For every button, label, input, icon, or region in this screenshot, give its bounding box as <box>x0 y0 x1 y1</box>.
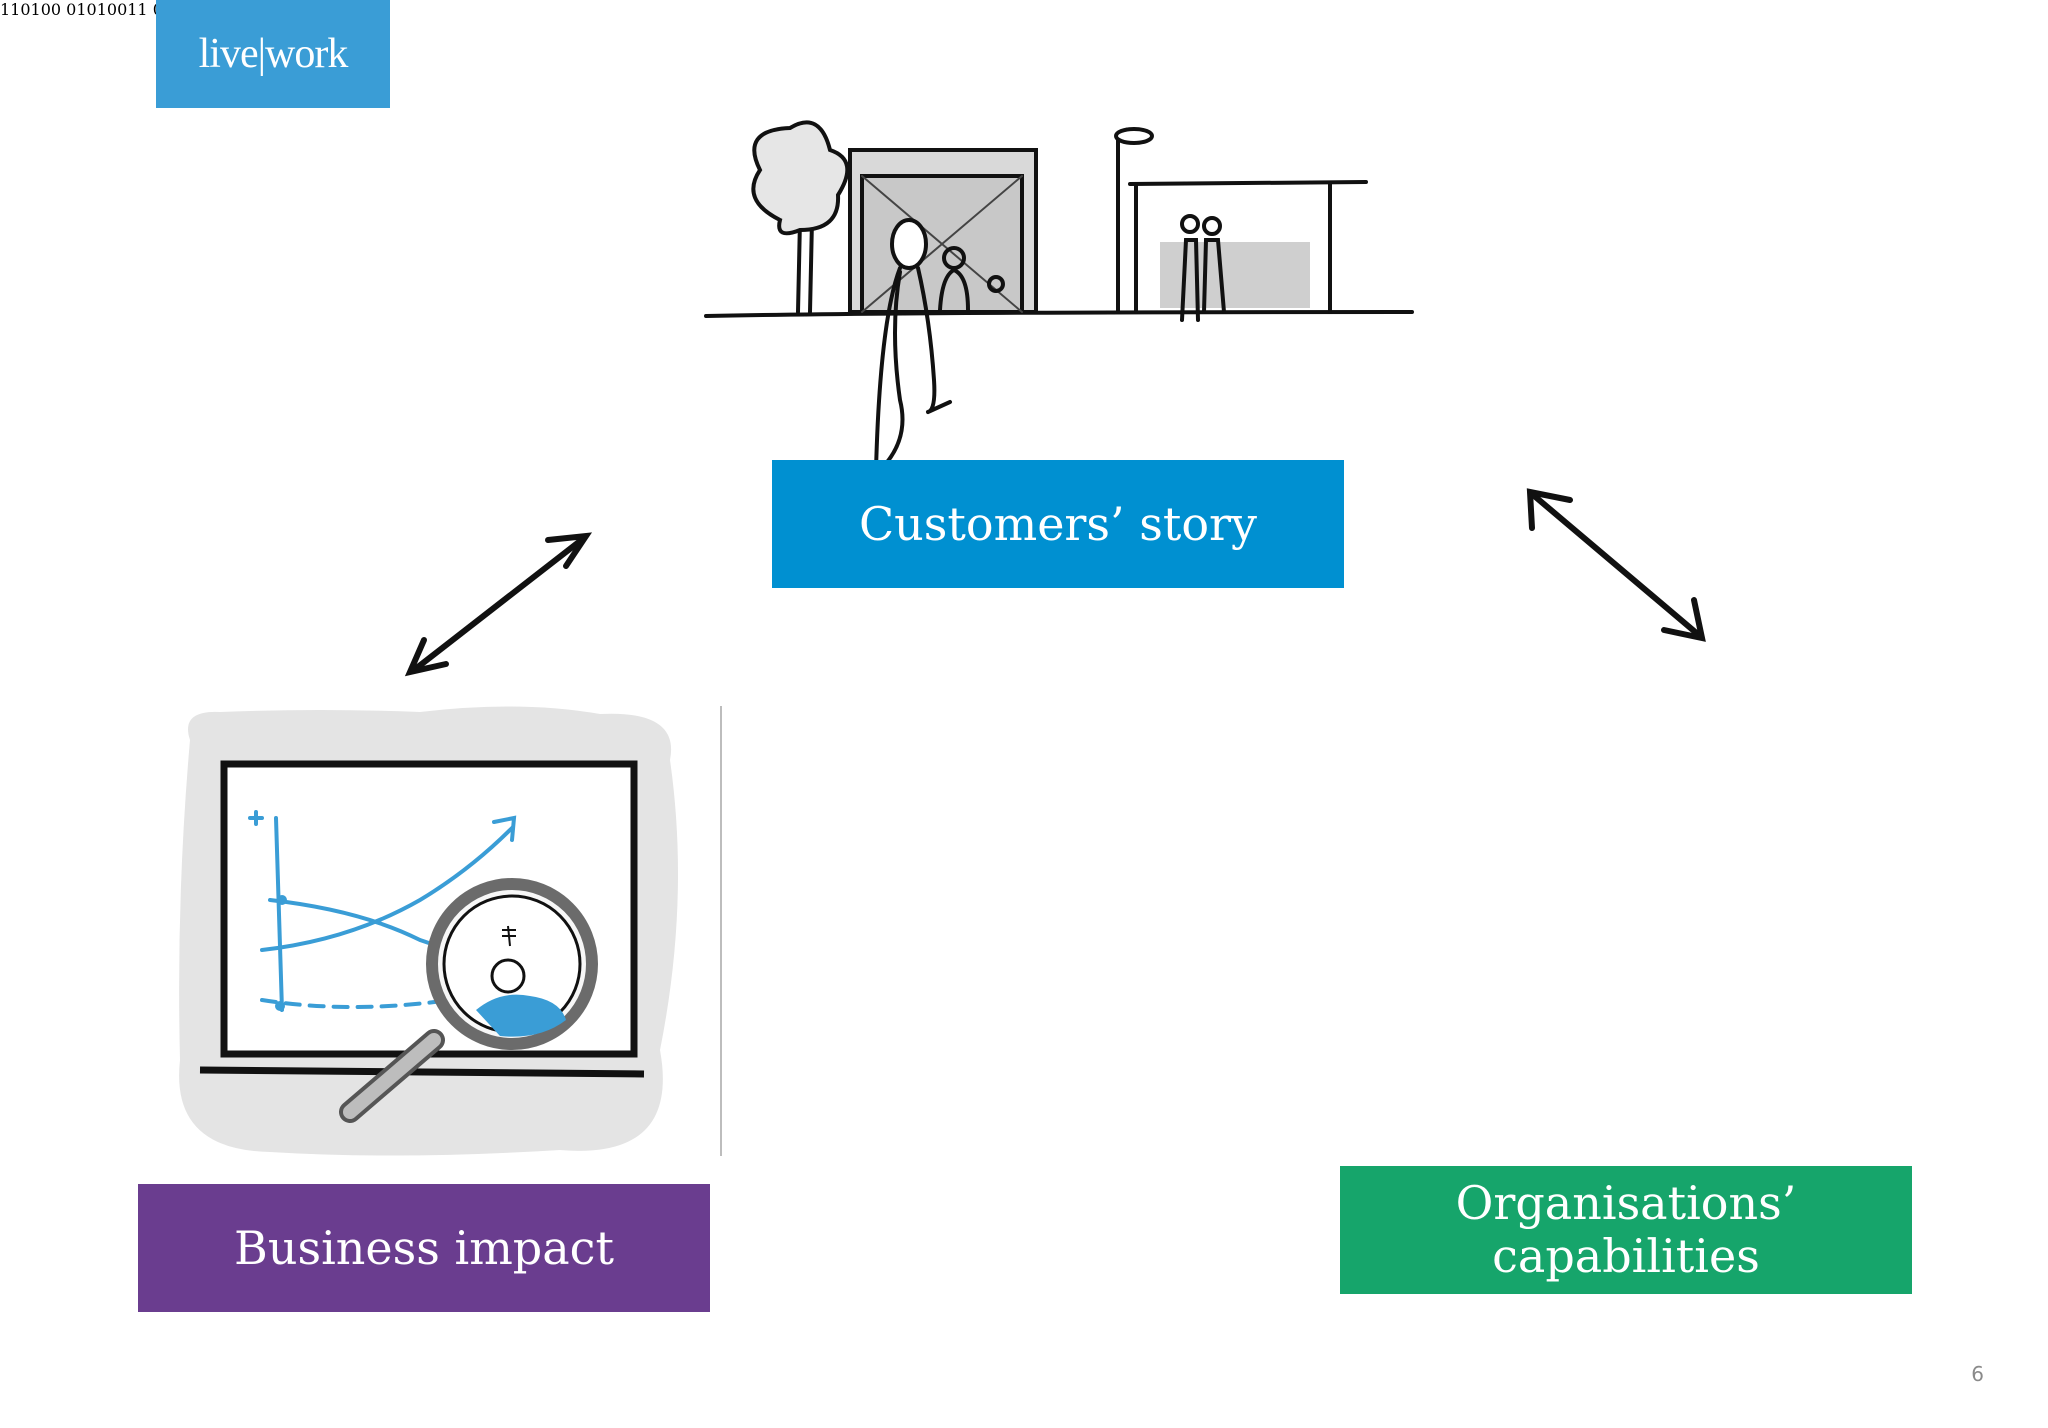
organisations-label-line2: capabilities <box>1492 1229 1760 1283</box>
customers-story-box: Customers’ story <box>772 460 1344 588</box>
customers-story-label: Customers’ story <box>858 496 1258 551</box>
livework-logo: live|work <box>156 0 390 108</box>
binary-line-1: 110100 <box>0 0 62 19</box>
page-number: 6 <box>1971 1362 1984 1386</box>
divider-line <box>720 706 722 1156</box>
street-scene-illustration <box>704 120 1414 482</box>
chart-magnifier-illustration <box>179 706 678 1156</box>
business-impact-box: Business impact <box>138 1184 710 1312</box>
double-arrow-right-icon <box>1526 488 1706 642</box>
organisations-label-line1: Organisations’ <box>1455 1176 1797 1231</box>
business-impact-label: Business impact <box>234 1220 614 1275</box>
binary-line-2: 01010011 <box>66 0 148 19</box>
organisations-capabilities-box: Organisations’ capabilities <box>1340 1166 1912 1294</box>
double-arrow-left-icon <box>404 532 593 677</box>
